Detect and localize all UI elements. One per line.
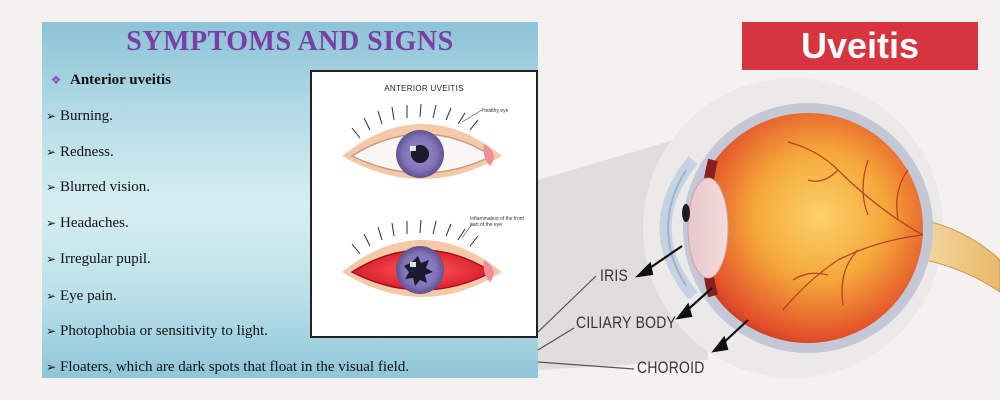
choroid-label: CHOROID xyxy=(637,358,705,377)
list-item: ➢Irregular pupil. xyxy=(46,249,151,269)
list-item-text: Headaches. xyxy=(60,215,129,231)
inflamed-eye xyxy=(342,219,502,297)
arrow-bullet-icon: ➢ xyxy=(46,252,57,266)
list-item-text: Floaters, which are dark spots that floa… xyxy=(60,359,410,375)
arrow-bullet-icon: ➢ xyxy=(46,180,57,194)
arrow-bullet-icon: ➢ xyxy=(46,109,57,123)
pointer-arrows xyxy=(634,245,749,353)
arrow-bullet-icon: ➢ xyxy=(46,324,57,338)
slide-title: SYMPTOMS AND SIGNS xyxy=(126,26,454,57)
list-item: ➢Headaches. xyxy=(46,213,129,233)
list-item: ➢Floaters, which are dark spots that flo… xyxy=(46,357,409,377)
eyes-illustration xyxy=(342,103,502,297)
figure-title: ANTERIOR UVEITIS xyxy=(384,84,464,93)
list-item-text: Redness. xyxy=(60,144,114,160)
list-item-text: Eye pain. xyxy=(60,288,117,304)
list-item: ➢Redness. xyxy=(46,142,114,162)
list-item-text: Irregular pupil. xyxy=(60,251,151,267)
list-heading: ❖ Anterior uveitis xyxy=(46,70,171,90)
list-item: ➢Photophobia or sensitivity to light. xyxy=(46,321,268,341)
healthy-eye-label: Healthy eye xyxy=(482,108,509,114)
healthy-eye xyxy=(342,103,502,179)
list-item: ➢Burning. xyxy=(46,106,113,126)
lens xyxy=(687,177,729,279)
retinal-vessels xyxy=(782,141,924,311)
anterior-uveitis-figure: ANTERIOR UVEITIS Healthy eye Inflammatio… xyxy=(310,70,538,338)
banner-title: Uveitis xyxy=(800,25,920,66)
eye-anatomy-diagram xyxy=(538,78,1000,378)
list-item-text: Blurred vision. xyxy=(60,179,150,195)
arrow-bullet-icon: ➢ xyxy=(46,216,57,230)
list-item-text: Burning. xyxy=(60,108,113,124)
pupil xyxy=(682,204,690,222)
uveitis-banner: Uveitis xyxy=(742,22,978,70)
iris-label: IRIS xyxy=(600,266,629,285)
ciliary-body-label: CILIARY BODY xyxy=(576,313,677,332)
list-heading-text: Anterior uveitis xyxy=(70,72,171,88)
arrow-bullet-icon: ➢ xyxy=(46,145,57,159)
arrow-bullet-icon: ➢ xyxy=(46,360,57,374)
diamond-bullet-icon: ❖ xyxy=(50,73,62,87)
inflamed-eye-label: Inflammation of the front part of the ey… xyxy=(470,216,524,228)
list-item-text: Photophobia or sensitivity to light. xyxy=(60,323,268,339)
optic-nerve xyxy=(922,219,1000,293)
leader-lines xyxy=(538,275,635,370)
arrow-bullet-icon: ➢ xyxy=(46,289,57,303)
list-item: ➢Eye pain. xyxy=(46,286,117,306)
list-item: ➢Blurred vision. xyxy=(46,177,150,197)
